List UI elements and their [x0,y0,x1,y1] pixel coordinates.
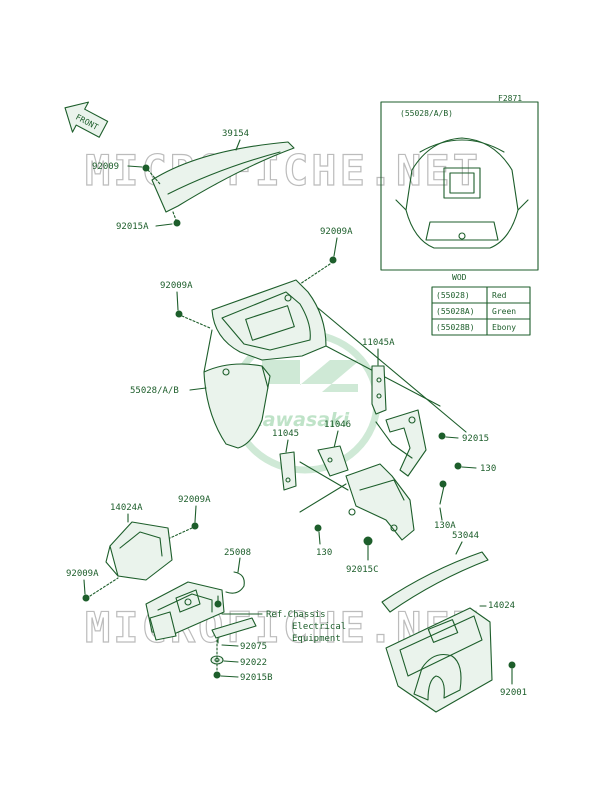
fairing-bolts: 92009A 92009A [160,227,353,329]
label-130-a: 130 [480,464,496,474]
label-92009A-4: 92009A [66,569,99,579]
ref-note-line3: Equipment [292,634,341,644]
logo-text: Kawasaki [248,409,350,431]
color-name-2: Ebony [492,323,516,332]
label-25008: 25008 [224,548,251,558]
color-table: (55028) Red (55028A) Green (55028B) Ebon… [431,286,531,336]
lower-cover-part: 53044 14024 92001 [381,531,527,713]
bolt-icon [142,164,150,172]
inset-sub-label: WOD [452,273,467,282]
fairing-part: 55028/A/B [130,279,467,449]
label-92009A-3: 92009A [178,495,211,505]
bracket-fasteners: 92015 130 130A 130 92015C [314,432,496,575]
label-39154: 39154 [222,129,249,139]
label-14024: 14024 [488,601,515,611]
label-130-b: 130 [316,548,332,558]
color-code-0: (55028) [436,291,470,300]
label-11046: 11046 [324,420,351,430]
label-92022: 92022 [240,658,267,668]
label-53044: 53044 [452,531,479,541]
inset-box: (55028/A/B) WOD [380,101,539,282]
side-cover-part: 14024A 92009A 92009A [66,495,211,602]
label-92015C: 92015C [346,565,379,575]
label-92001: 92001 [500,688,527,698]
color-code-1: (55028A) [436,307,475,316]
color-name-1: Green [492,307,516,316]
bracket-stays: 11045A 11046 11045 [272,338,427,541]
color-name-0: Red [492,291,507,300]
label-92009A-1: 92009A [320,227,353,237]
ref-note-line1: Ref.Chassis [266,610,326,620]
front-arrow-icon: FRONT [64,101,109,138]
label-92009-top: 92009 [92,162,119,172]
label-130A: 130A [434,521,456,531]
label-92015A: 92015A [116,222,149,232]
windshield-part: 39154 92009 92015A [92,129,295,232]
label-11045: 11045 [272,429,299,439]
label-92075: 92075 [240,642,267,652]
ref-note-line2: Electrical [292,622,346,632]
nut-icon [173,219,181,227]
label-14024A: 14024A [110,503,143,513]
figure-id: F2871 [498,94,522,103]
color-code-2: (55028B) [436,323,475,332]
label-92009A-2: 92009A [160,281,193,291]
label-11045A: 11045A [362,338,395,348]
inset-fairing-drawing [395,137,529,249]
label-55028: 55028/A/B [130,386,179,396]
label-92015B: 92015B [240,673,273,683]
label-92015: 92015 [462,434,489,444]
watermark-top: MICROFICHE.NET [85,146,481,195]
relay-bracket-part: 25008 Ref.Chassis Electrical Equipment 9… [145,548,346,683]
inset-title: (55028/A/B) [400,109,453,118]
